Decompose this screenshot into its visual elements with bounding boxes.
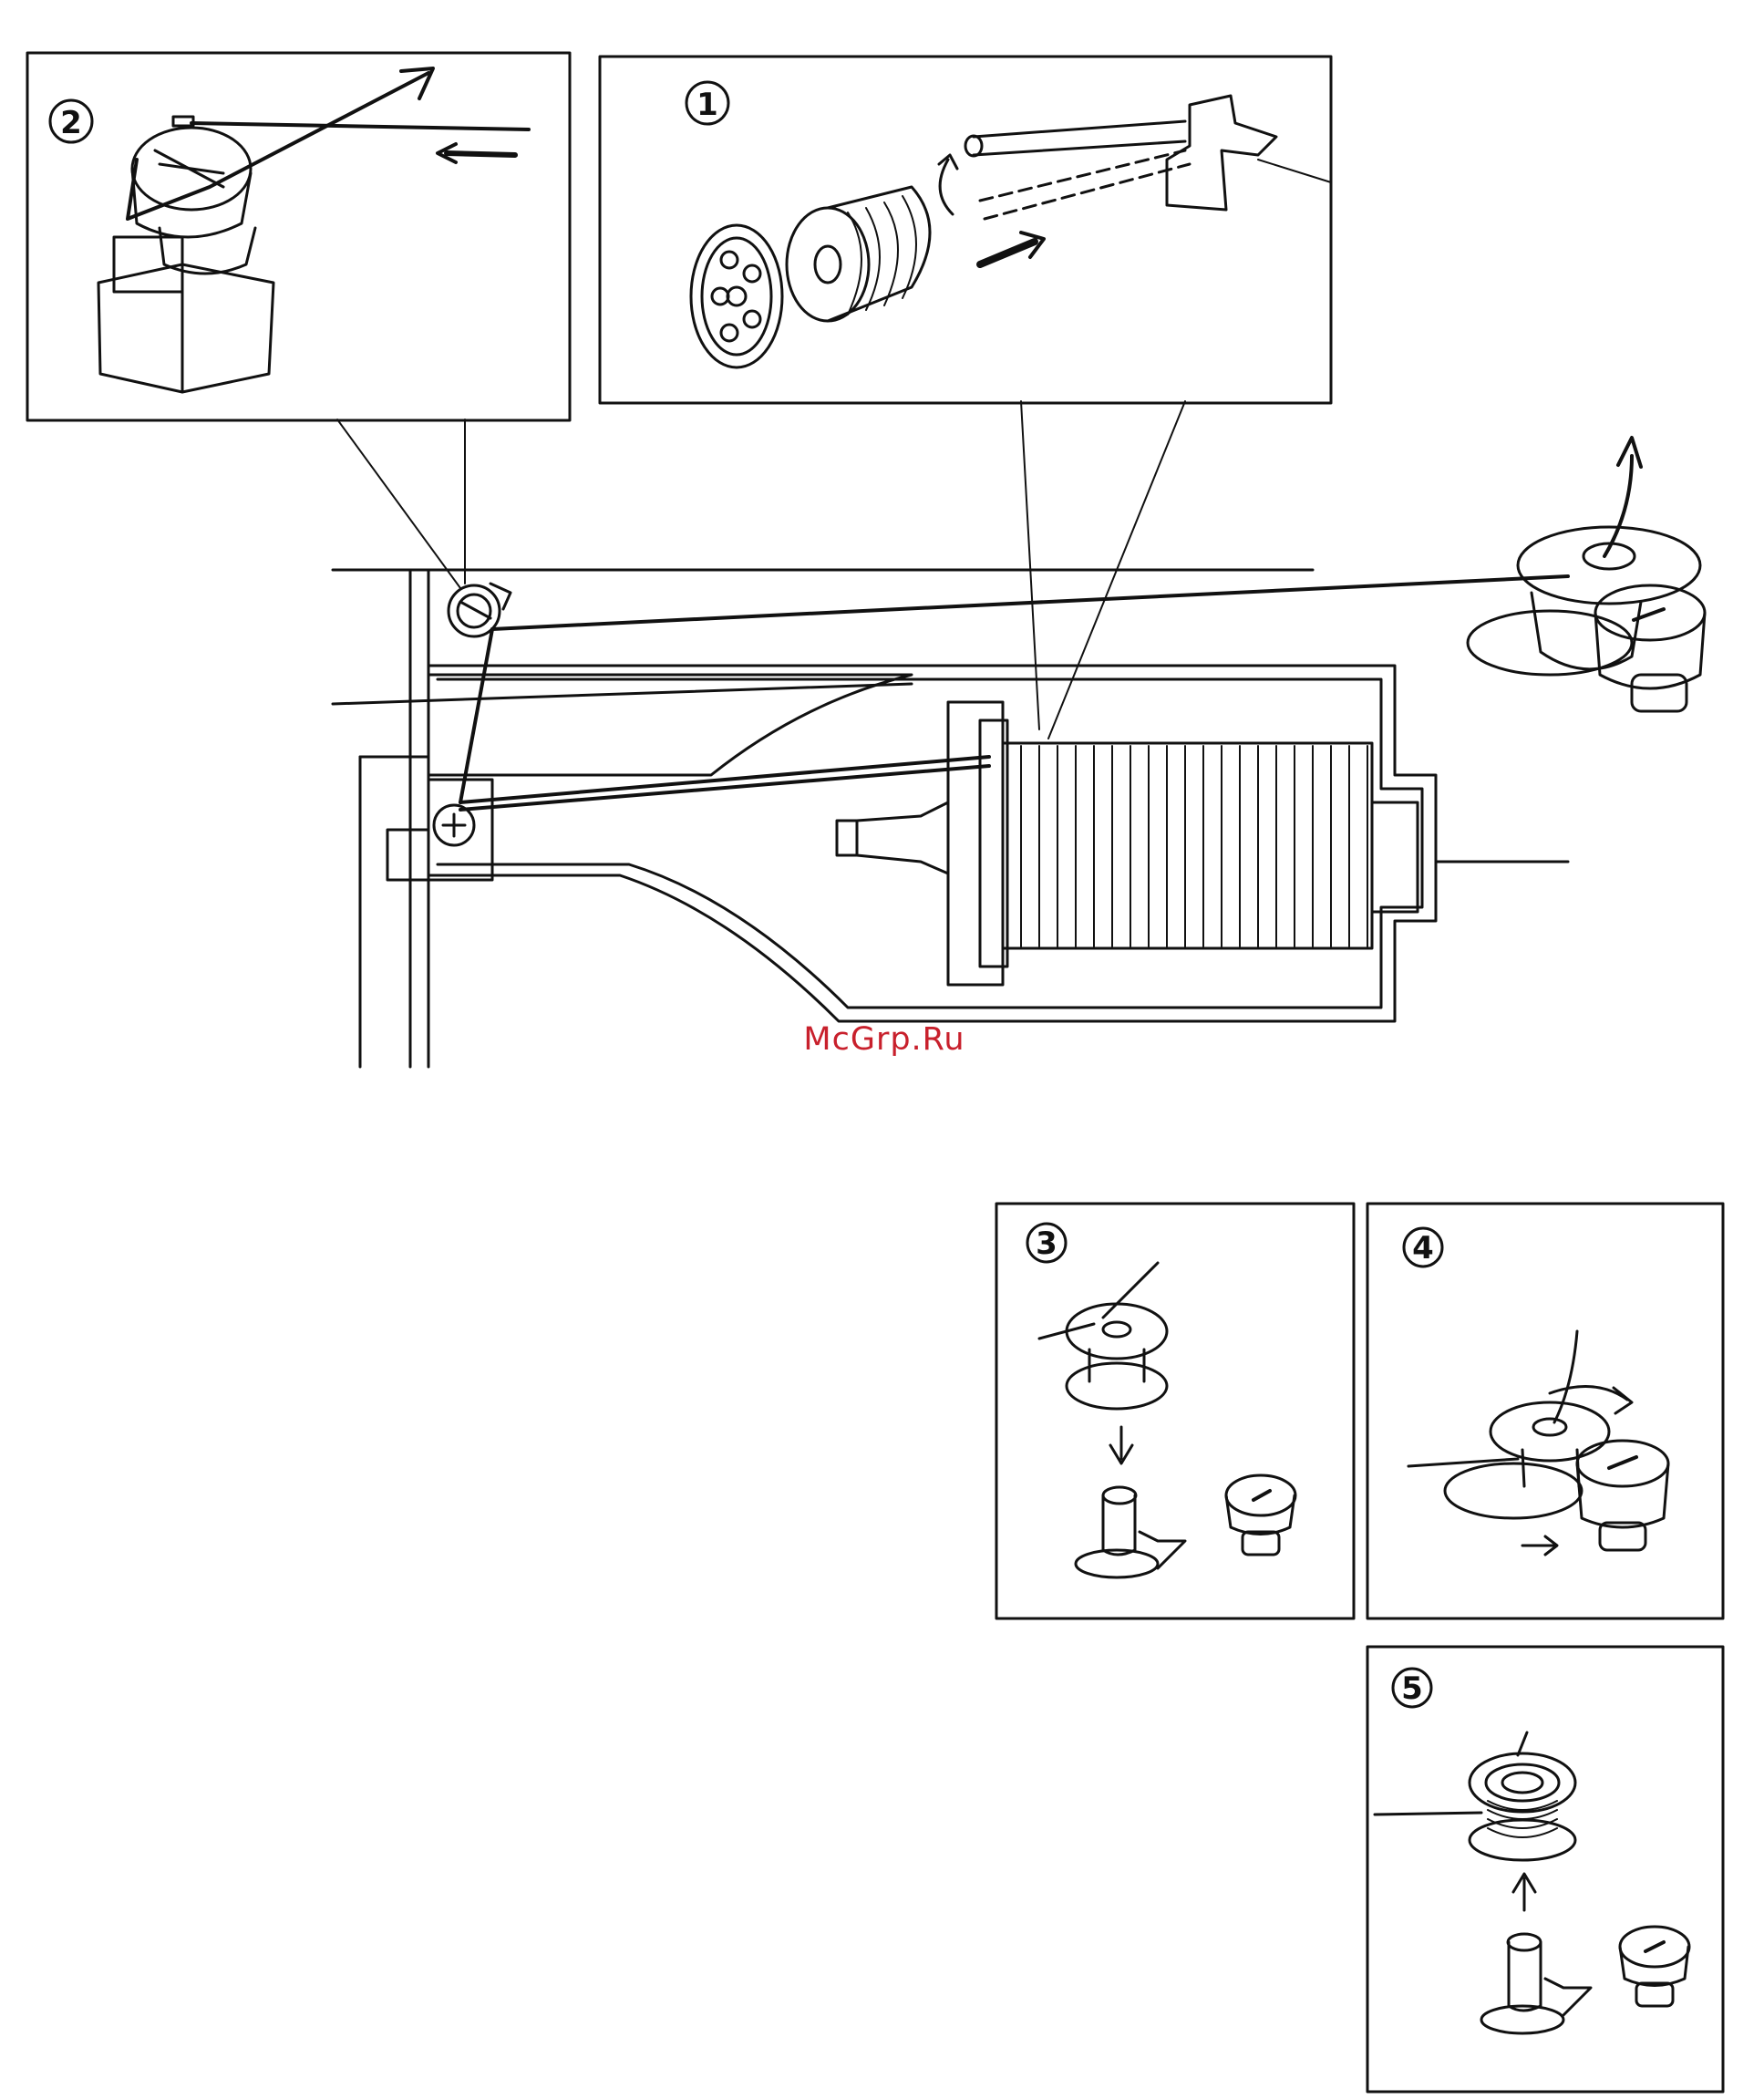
panel-3-number: 3 bbox=[1036, 1225, 1057, 1262]
spool-thread-stripes bbox=[1021, 746, 1367, 946]
inset-panel-1: 1 bbox=[600, 57, 1331, 403]
inset-panel-4: 4 bbox=[1367, 1204, 1723, 1618]
panel-2-number: 2 bbox=[60, 105, 82, 141]
watermark: McGrp.Ru bbox=[793, 1021, 975, 1058]
panel-1-number: 1 bbox=[696, 87, 718, 123]
inset-panel-5: 5 bbox=[1367, 1647, 1723, 2092]
bobbin-winder-main bbox=[1468, 438, 1705, 711]
machine-side-view bbox=[333, 401, 1568, 1067]
inset-panel-2: 2 bbox=[27, 53, 570, 420]
panel-4-number: 4 bbox=[1412, 1230, 1434, 1267]
inset-panel-3: 3 bbox=[996, 1204, 1354, 1618]
panel-5-number: 5 bbox=[1401, 1670, 1423, 1707]
